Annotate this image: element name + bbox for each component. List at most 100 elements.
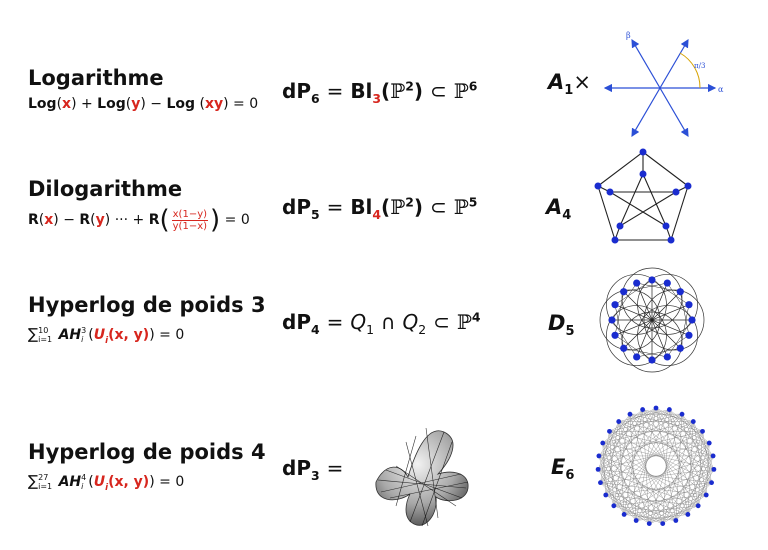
graph-node bbox=[611, 331, 619, 339]
graph-edge bbox=[597, 469, 625, 515]
graph-edge bbox=[642, 409, 650, 524]
graph-edge bbox=[636, 514, 688, 521]
graph-edge bbox=[602, 409, 670, 444]
graph-edge bbox=[629, 414, 699, 506]
graph-edge bbox=[662, 494, 707, 524]
graph-edge bbox=[597, 409, 643, 470]
graph-node bbox=[679, 411, 685, 417]
root-arrow bbox=[631, 38, 661, 89]
loop-circle bbox=[637, 305, 698, 366]
graph-edge bbox=[605, 494, 650, 524]
graph-edge bbox=[605, 421, 619, 496]
graph-edge bbox=[614, 291, 624, 336]
graph-edge bbox=[602, 442, 699, 506]
graph-node bbox=[633, 279, 641, 287]
graph-edge bbox=[681, 414, 712, 483]
graph-edge bbox=[651, 335, 690, 361]
graph-edge bbox=[598, 442, 710, 470]
graph-node bbox=[666, 407, 672, 412]
graph-edge bbox=[693, 421, 707, 496]
row3-lie-label: D5 bbox=[548, 311, 575, 340]
graph-edge bbox=[613, 414, 683, 506]
graph-edge bbox=[602, 409, 643, 444]
graph-edge bbox=[629, 414, 712, 483]
graph-edge bbox=[602, 442, 650, 524]
graph-edge bbox=[611, 282, 637, 321]
graph-edge bbox=[613, 494, 707, 506]
graph-edge bbox=[598, 414, 683, 457]
graph-node bbox=[676, 344, 684, 352]
graph-edge bbox=[651, 279, 690, 305]
graph-edge bbox=[642, 409, 715, 470]
graph-edge bbox=[613, 505, 663, 524]
graph-edge bbox=[600, 431, 610, 483]
graph-edge bbox=[662, 469, 715, 524]
graph-edge bbox=[636, 348, 681, 358]
graph-edge bbox=[598, 455, 707, 496]
graph-node bbox=[673, 518, 679, 523]
graph-edge bbox=[600, 482, 637, 521]
graph-node bbox=[685, 512, 691, 517]
outer-pentagon bbox=[597, 151, 689, 241]
graph-node bbox=[688, 316, 696, 324]
graph-node bbox=[620, 344, 628, 352]
graph-edge bbox=[600, 414, 631, 483]
graph-edge bbox=[613, 442, 710, 506]
graph-edge bbox=[605, 494, 676, 521]
inner-pentagram bbox=[608, 172, 678, 228]
graph-edge bbox=[598, 421, 694, 470]
graph-edge bbox=[609, 407, 657, 432]
graph-edge bbox=[624, 482, 712, 515]
graph-edge bbox=[687, 442, 710, 515]
e6-graph-diagram bbox=[595, 405, 717, 527]
graph-edge bbox=[698, 431, 703, 506]
root-system-a2-diagram: α β π/3 bbox=[603, 31, 724, 138]
graph-edge bbox=[623, 409, 670, 515]
graph-edge bbox=[624, 431, 703, 515]
graph-edge bbox=[642, 409, 694, 422]
graph-node bbox=[711, 466, 717, 472]
graph-node bbox=[709, 480, 714, 486]
graph-edge bbox=[618, 421, 625, 515]
graph-edge bbox=[598, 455, 663, 524]
graph-edge bbox=[609, 431, 637, 521]
graph-edge bbox=[669, 409, 710, 444]
row1-title: Logarithme bbox=[28, 66, 164, 90]
graph-edge bbox=[598, 455, 637, 521]
beta-label: β bbox=[626, 31, 631, 40]
graph-node bbox=[603, 492, 609, 498]
graph-edge bbox=[636, 494, 707, 521]
graph-node bbox=[690, 419, 696, 424]
graph-edge bbox=[597, 421, 619, 470]
graph-edge bbox=[636, 469, 714, 521]
graph-edge bbox=[675, 482, 712, 521]
cubic-surface-image bbox=[375, 427, 469, 527]
graph-node bbox=[616, 222, 624, 230]
graph-edge bbox=[636, 282, 681, 292]
graph-edge bbox=[635, 407, 657, 521]
graph-edge bbox=[623, 348, 668, 358]
graph-edge bbox=[662, 409, 670, 524]
row2-equation: R(x) − R(y) ··· + R(x(1−y)y(1−x)) = 0 bbox=[28, 205, 250, 235]
graph-edge bbox=[667, 319, 693, 358]
row1-surface: dP6 = Bl3(ℙ2) ⊂ ℙ6 bbox=[282, 78, 478, 106]
row4-surface: dP3 = bbox=[282, 456, 344, 483]
graph-edge bbox=[605, 494, 699, 506]
graph-edge bbox=[600, 482, 688, 515]
graph-edge bbox=[598, 431, 703, 457]
row3-surface: dP4 = Q1 ∩ Q2 ⊂ ℙ4 bbox=[282, 309, 481, 337]
graph-node bbox=[611, 301, 619, 309]
graph-edge bbox=[600, 407, 657, 483]
graph-edge bbox=[614, 279, 653, 305]
graph-edge bbox=[655, 407, 703, 432]
surface-shape bbox=[375, 430, 469, 526]
graph-edge bbox=[623, 282, 668, 292]
graph-edge bbox=[602, 443, 606, 496]
graph-node bbox=[660, 521, 666, 527]
graph-node bbox=[639, 148, 647, 156]
row4-lie-label: E6 bbox=[551, 455, 575, 484]
graph-edge bbox=[624, 514, 676, 521]
graph-node bbox=[653, 405, 659, 411]
graph-node bbox=[640, 407, 646, 412]
graph-edge bbox=[649, 455, 714, 524]
